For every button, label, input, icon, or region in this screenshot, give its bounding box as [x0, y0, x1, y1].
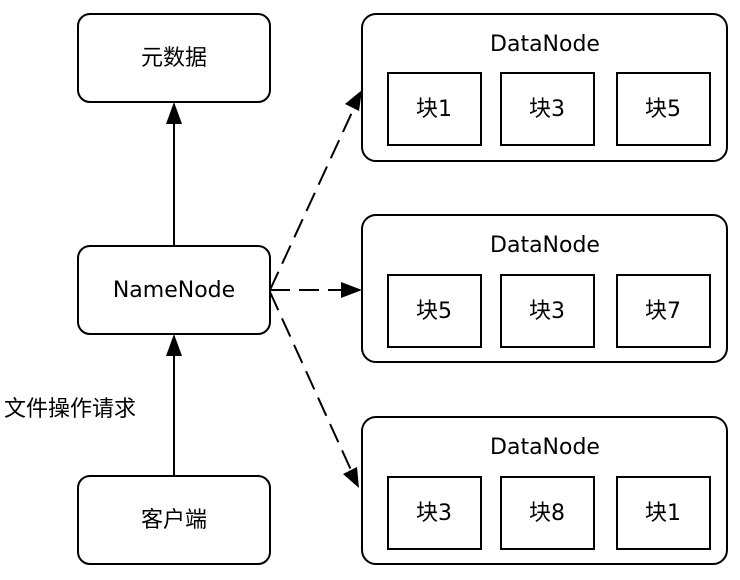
- block-label: 块7: [645, 299, 681, 324]
- dashed-arrow-to-datanode-1: [269, 90, 362, 291]
- arrow-client-to-namenode: [166, 334, 182, 476]
- arrowhead: [166, 334, 182, 356]
- datanode-1: DataNode 块1 块3 块5: [361, 13, 728, 162]
- block-label: 块5: [645, 97, 681, 122]
- block-label: 块5: [416, 299, 452, 324]
- metadata-label: 元数据: [141, 46, 207, 71]
- datanode-3: DataNode 块3 块8 块1: [361, 416, 728, 565]
- arrowhead: [166, 102, 182, 124]
- datanode-2: DataNode 块5 块3 块7: [361, 214, 728, 363]
- arrow-namenode-to-metadata: [166, 102, 182, 246]
- block-label: 块3: [416, 501, 452, 526]
- block-cell: [387, 72, 482, 146]
- metadata-node: 元数据: [77, 13, 271, 103]
- block-cell: [387, 476, 482, 550]
- datanode-title: DataNode: [490, 233, 600, 258]
- arrowhead: [345, 90, 362, 111]
- block-label: 块1: [645, 501, 681, 526]
- file-request-label: 文件操作请求: [4, 397, 136, 422]
- block-cell: [616, 476, 711, 550]
- arrowhead: [341, 282, 362, 298]
- dashed-arrow-to-datanode-2: [270, 282, 362, 298]
- block-label: 块3: [529, 299, 565, 324]
- block-cell: [500, 274, 595, 348]
- datanode-title: DataNode: [490, 32, 600, 57]
- dashed-arrow-to-datanode-3: [269, 291, 359, 488]
- block-label: 块8: [529, 501, 565, 526]
- arrowhead: [343, 467, 359, 488]
- namenode-label: NameNode: [113, 278, 235, 303]
- block-cell: [616, 72, 711, 146]
- namenode-node: NameNode: [77, 245, 271, 335]
- block-cell: [616, 274, 711, 348]
- block-label: 块1: [416, 97, 452, 122]
- block-cell: [500, 476, 595, 550]
- datanode-title: DataNode: [490, 435, 600, 460]
- client-label: 客户端: [141, 508, 207, 533]
- block-label: 块3: [529, 97, 565, 122]
- block-cell: [387, 274, 482, 348]
- client-node: 客户端: [77, 475, 271, 565]
- block-cell: [500, 72, 595, 146]
